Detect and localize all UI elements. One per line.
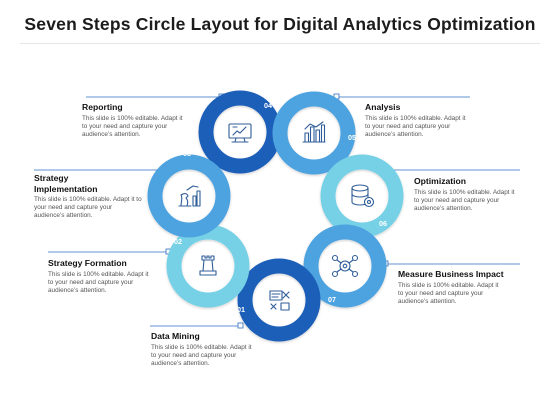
title-divider [20,43,540,44]
ring-segment-01 [237,258,321,342]
step-number-03: 03 [183,149,191,158]
icon-disc-02 [184,242,232,290]
step-number-04: 04 [264,101,272,110]
database-gear-icon [351,184,375,208]
step-number-05: 05 [348,133,356,142]
step-05-label: Analysis This slide is 100% editable. Ad… [365,102,525,139]
icon-disc-04 [216,108,264,156]
step-number-02: 02 [174,237,182,246]
step-03-description: This slide is 100% editable. Adapt it to… [34,196,142,220]
page-title: Seven Steps Circle Layout for Digital An… [24,14,536,34]
step-01-label: Data Mining This slide is 100% editable.… [151,331,311,368]
data-mining-icon [269,290,290,311]
icon-disc-03 [165,172,213,220]
step-04-label: Reporting This slide is 100% editable. A… [82,102,242,139]
network-gear-icon [331,254,359,278]
icon-disc-06 [338,172,386,220]
step-04-title: Reporting [82,102,123,112]
step-02-label: Strategy Formation This slide is 100% ed… [48,258,208,295]
chess-rook-icon [199,255,217,276]
step-02-title: Strategy Formation [48,258,127,268]
step-05-title: Analysis [365,102,401,112]
step-01-title: Data Mining [151,331,200,341]
icon-disc-07 [321,242,369,290]
step-07-title: Measure Business Impact [398,269,504,279]
ring-segment-05 [272,91,356,175]
step-number-01: 01 [237,305,245,314]
monitor-chart-icon [228,123,252,143]
chess-knight-chart-icon [178,185,201,207]
bar-chart-icon [302,121,326,143]
step-07-label: Measure Business Impact This slide is 10… [398,269,548,306]
step-06-title: Optimization [414,176,467,186]
step-06-label: Optimization This slide is 100% editable… [414,176,554,213]
step-number-07: 07 [328,295,336,304]
ring-segment-03 [147,154,231,238]
step-number-06: 06 [379,219,387,228]
ring-segment-07 [303,224,387,308]
connector-node-01 [237,322,244,329]
